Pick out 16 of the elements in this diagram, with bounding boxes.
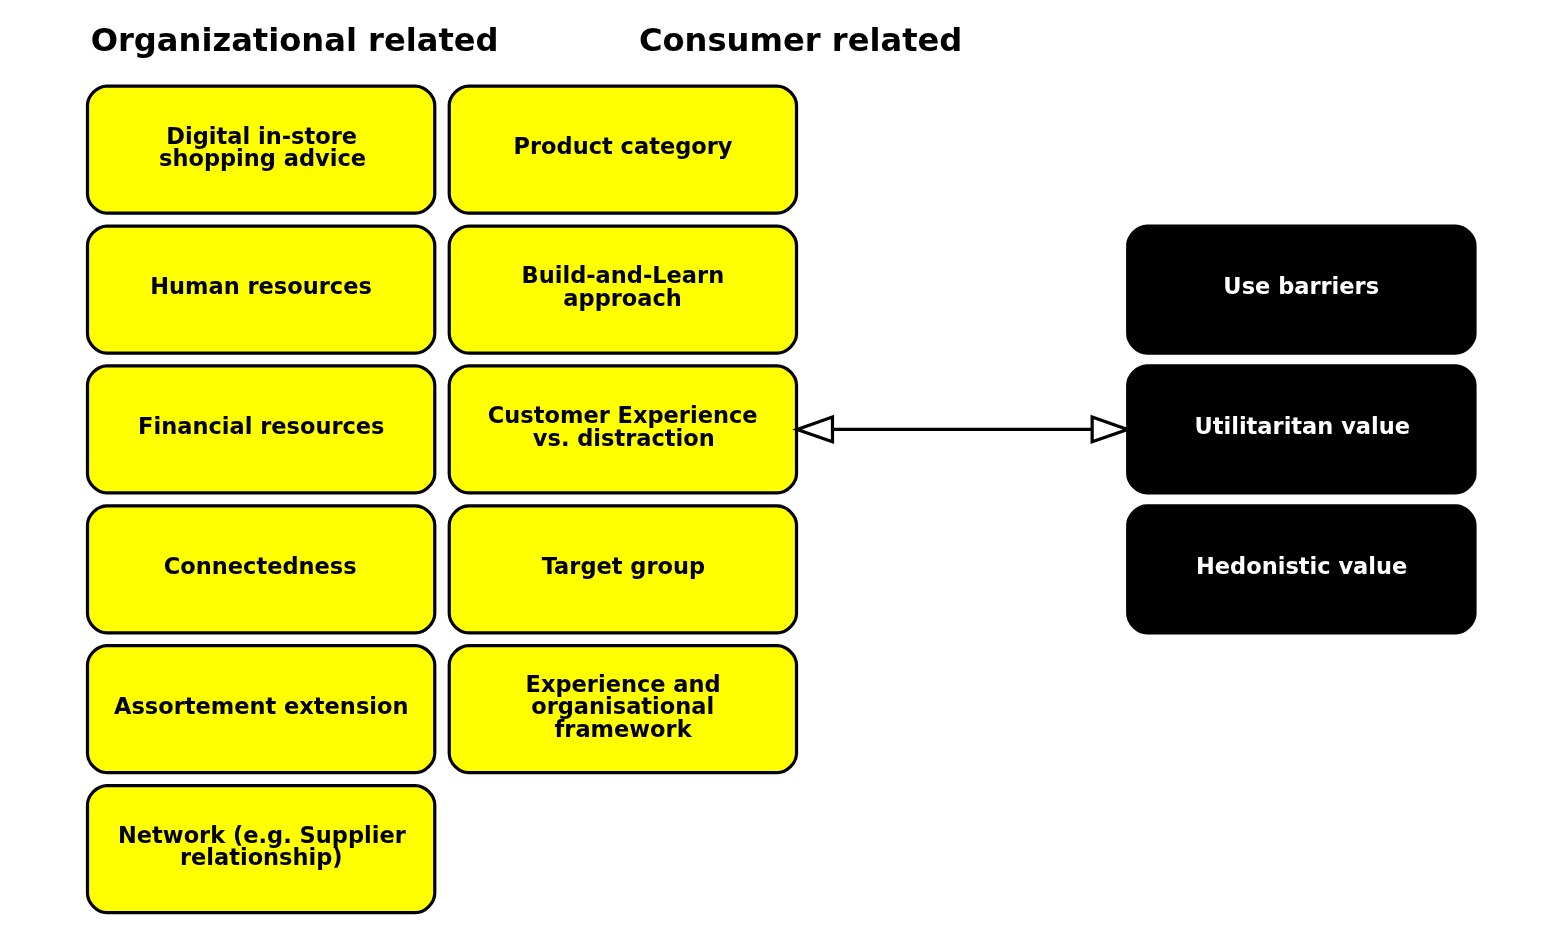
node-box: Financial resources (85, 363, 436, 495)
node-box: Use barriers (1125, 223, 1477, 355)
label: Organizational related (90, 20, 499, 59)
node-box: Customer Experience vs. distraction (447, 363, 798, 495)
node-box: Network (e.g. Supplier relationship) (85, 783, 436, 914)
label: Consumer related (638, 20, 962, 59)
node-box: Product category (447, 84, 798, 215)
node-box: Digital in-store shopping advice (85, 84, 436, 215)
node-box: Utilitaritan value (1125, 363, 1477, 495)
node-box: Experience and organisational framework (447, 643, 798, 774)
node-box: Build-and-Learn approach (447, 223, 798, 355)
node-box: Human resources (85, 223, 436, 355)
node-box: Target group (447, 503, 798, 634)
node-box: Connectedness (85, 503, 436, 634)
node-box: Hedonistic value (1125, 503, 1477, 634)
node-box: Assortement extension (85, 643, 436, 774)
